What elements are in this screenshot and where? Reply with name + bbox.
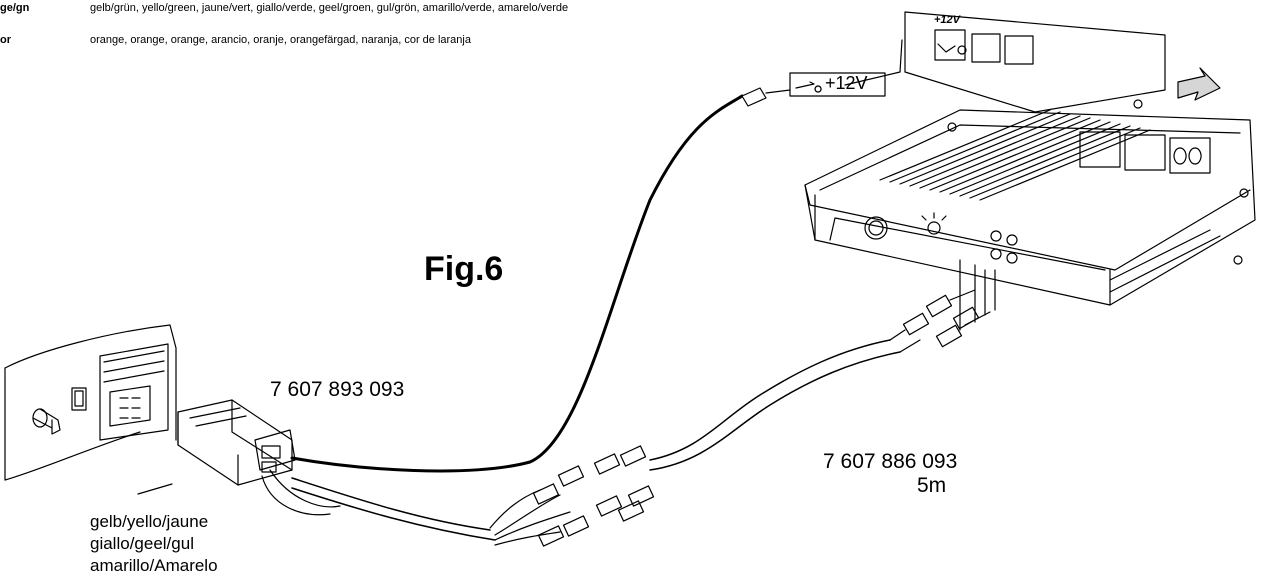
adapter-connector xyxy=(137,399,296,495)
cinch-cable-long xyxy=(649,329,921,471)
switch-panel xyxy=(904,11,1166,113)
direction-arrow-icon xyxy=(1177,67,1221,101)
legend-code-orange: or xyxy=(0,34,11,46)
adapter-part-number: 7 607 893 093 xyxy=(270,378,405,401)
wire-color-note: gelb/yello/jaune giallo/geel/gul amarill… xyxy=(90,511,218,577)
car-radio-unit xyxy=(4,324,177,481)
wire-color-line: giallo/geel/gul xyxy=(90,534,194,553)
cable-bundle-adapter xyxy=(261,469,496,541)
cinch-cable-part-number: 7 607 886 093 xyxy=(823,450,958,473)
figure-title: Fig.6 xyxy=(424,250,504,288)
switch-box xyxy=(789,72,886,97)
legend-desc-yellow-green: gelb/grün, yello/green, jaune/vert, gial… xyxy=(90,2,569,14)
legend-desc-orange: orange, orange, orange, arancio, oranje,… xyxy=(90,34,471,46)
switch-panel-label: +12V xyxy=(934,14,960,26)
switch-voltage-label: +12V xyxy=(825,73,868,93)
amplifier-unit xyxy=(804,99,1256,306)
wire-color-line: gelb/yello/jaune xyxy=(90,512,209,531)
wire-color-line: amarillo/Amarelo xyxy=(90,556,218,575)
cinch-plugs-middle xyxy=(489,445,655,547)
cinch-plugs-amplifier xyxy=(902,259,996,348)
switch-lead-wire xyxy=(290,94,744,473)
cinch-cable-length: 5m xyxy=(917,474,947,497)
legend-code-yellow-green: ge/gn xyxy=(0,2,30,14)
